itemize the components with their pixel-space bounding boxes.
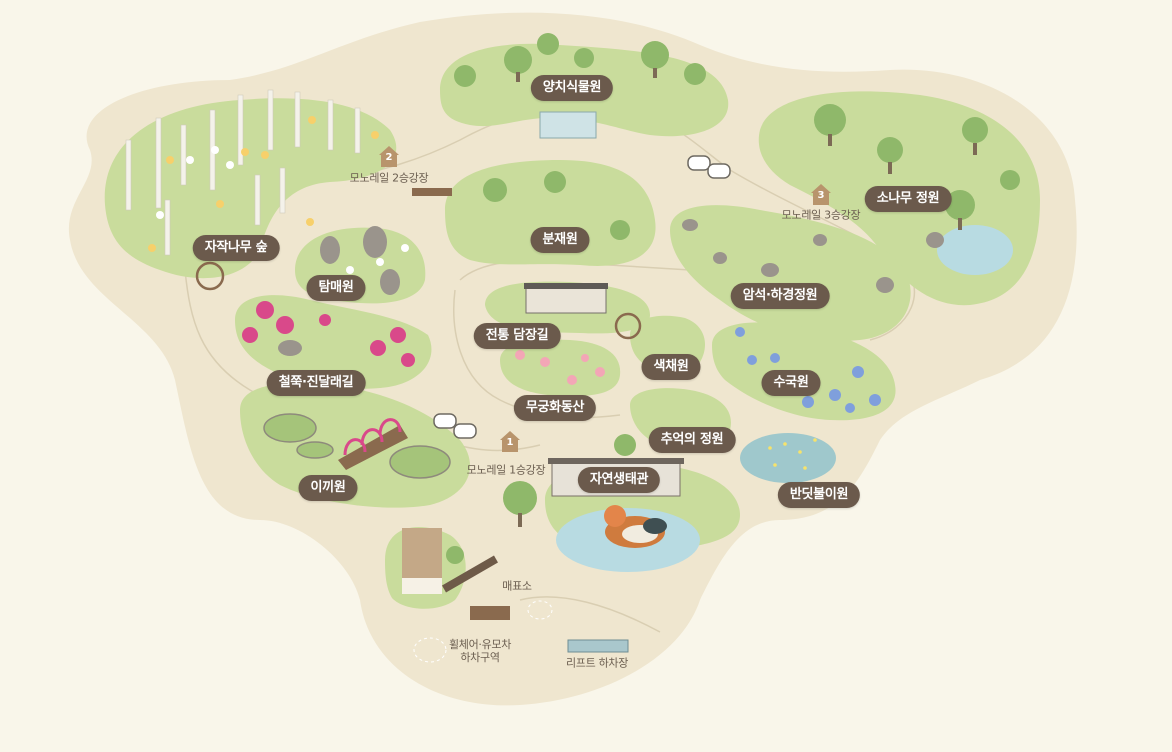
zone-rock-garden <box>670 205 911 341</box>
pine-pond <box>937 225 1013 275</box>
garden-label-pine[interactable]: 소나무 정원 <box>864 186 952 212</box>
garden-label-wall-path[interactable]: 전통 담장길 <box>473 323 561 349</box>
garden-label-moss[interactable]: 이끼원 <box>298 475 358 501</box>
garden-label-bonsai[interactable]: 분재원 <box>530 227 590 253</box>
garden-label-plum[interactable]: 탐매원 <box>306 275 366 301</box>
moss-bridge <box>338 425 408 470</box>
monorail-station-3-label: 모노레일 3승강장 <box>781 208 861 222</box>
garden-label-rock[interactable]: 암석·하경정원 <box>730 283 830 309</box>
garden-label-memory[interactable]: 추억의 정원 <box>648 427 736 453</box>
wheelchair-dropoff-line1: 휠체어·유모차 <box>448 638 512 651</box>
traditional-wall <box>525 286 607 314</box>
lift-dropoff-label: 리프트 하차장 <box>565 656 629 670</box>
zone-birch-forest <box>104 98 397 279</box>
monorail-station-2-label: 모노레일 2승강장 <box>349 171 429 185</box>
zone-mugunghwa <box>500 339 621 397</box>
monorail-station-1-label: 모노레일 1승강장 <box>466 463 546 477</box>
wheelchair-dropoff-line2: 하차구역 <box>460 651 500 664</box>
wheelchair-dropoff-label: 휠체어·유모차 하차구역 <box>449 638 511 664</box>
garden-label-ecology[interactable]: 자연생태관 <box>577 467 661 493</box>
monorail-station-3-number: 3 <box>817 190 825 201</box>
ticket-office-label: 매표소 <box>502 579 532 593</box>
monorail-station-3-icon: 3 <box>810 183 832 205</box>
monorail-station-2-number: 2 <box>385 152 393 163</box>
lift-station <box>567 639 629 653</box>
tree-decorations <box>125 33 1020 663</box>
garden-label-color[interactable]: 색채원 <box>641 354 701 380</box>
firefly-pond <box>740 433 836 483</box>
garden-label-birch[interactable]: 자작나무 숲 <box>192 235 280 261</box>
mandarin-duck <box>604 505 667 548</box>
garden-label-azalea[interactable]: 철쭉·진달래길 <box>266 370 366 396</box>
greenhouse <box>539 111 597 139</box>
garden-label-mugunghwa[interactable]: 무궁화동산 <box>513 395 597 421</box>
monorail-station-2-icon: 2 <box>378 145 400 167</box>
garden-label-firefly[interactable]: 반딧불이원 <box>777 482 861 508</box>
monorail-station-1-icon: 1 <box>499 430 521 452</box>
monorail-station-1-number: 1 <box>506 437 514 448</box>
garden-label-fern[interactable]: 양치식물원 <box>530 75 614 101</box>
garden-label-hydrangea[interactable]: 수국원 <box>761 370 821 396</box>
